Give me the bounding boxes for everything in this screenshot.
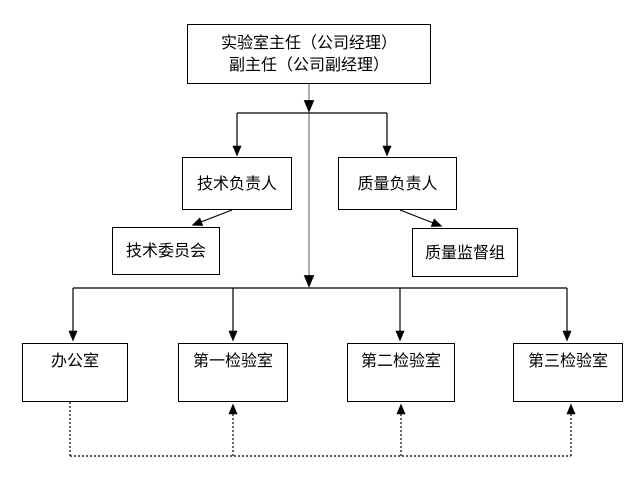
node-quality-lead-label: 质量负责人 (357, 173, 438, 193)
node-inspection-room-1: 第一检验室 (178, 343, 288, 402)
node-inspection-room-1-label: 第一检验室 (192, 351, 273, 370)
node-quality-lead: 质量负责人 (338, 157, 457, 210)
node-inspection-room-2: 第二检验室 (347, 343, 455, 402)
node-lab-director-line1: 实验室主任（公司经理） (220, 33, 397, 52)
node-office: 办公室 (22, 343, 128, 402)
node-lab-director: 实验室主任（公司经理） 副主任（公司副经理） (187, 24, 431, 84)
node-technical-committee: 技术委员会 (112, 227, 220, 275)
node-inspection-room-2-label: 第二检验室 (360, 351, 441, 370)
node-quality-supervision-group-label: 质量监督组 (424, 242, 505, 262)
node-technical-committee-label: 技术委员会 (125, 241, 206, 260)
node-inspection-room-3: 第三检验室 (513, 343, 623, 402)
node-lab-director-line2: 副主任（公司副经理） (228, 55, 389, 74)
connector-diagonal-quality-supervision (399, 209, 443, 227)
node-inspection-room-3-label: 第三检验室 (527, 351, 608, 370)
node-office-label: 办公室 (50, 351, 99, 370)
node-technical-lead: 技术负责人 (182, 157, 292, 210)
node-technical-lead-label: 技术负责人 (196, 173, 277, 193)
node-quality-supervision-group: 质量监督组 (412, 228, 518, 277)
connector-diagonal-tech-committee (191, 209, 233, 226)
